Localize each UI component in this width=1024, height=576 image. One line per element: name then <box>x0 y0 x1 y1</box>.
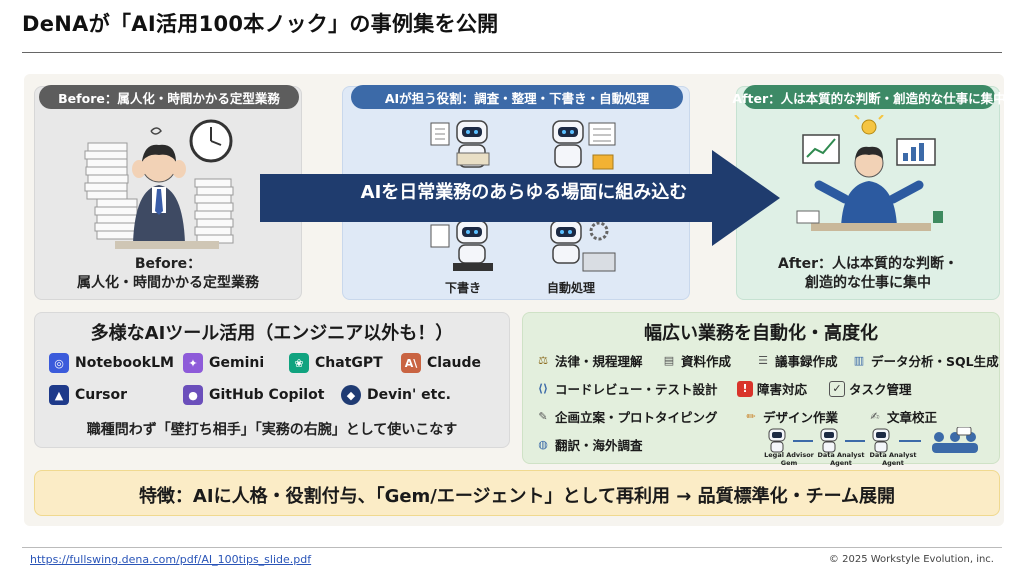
title-divider <box>22 52 1002 53</box>
automation-panel: 幅広い業務を自動化・高度化 ⚖ 法律・規程理解 ▤ 資料作成 ☰ 議事録作成 ▥… <box>522 312 1000 467</box>
automation-title: 幅広い業務を自動化・高度化 <box>644 323 878 344</box>
edit-icon: ✍ <box>870 410 880 423</box>
tool-label: GitHub Copilot <box>209 387 325 403</box>
cursor-icon: ▲ <box>49 385 69 405</box>
feature-banner-text: 特徴：AIに人格・役割付与、「Gem/エージェント」として再利用 → 品質標準化… <box>138 486 896 507</box>
devin-icon: ◆ <box>341 385 361 405</box>
infographic: Before： 属人化・時間かかる定型業務 <box>24 74 1006 526</box>
focused-worker-illustration <box>796 115 943 231</box>
task-label: タスク管理 <box>849 382 912 397</box>
after-pill: After：人は本質的な判断・創造的な仕事に集中 <box>732 85 1006 109</box>
alert-icon: ! <box>737 380 753 397</box>
task-documents: ▤ 資料作成 <box>661 351 731 370</box>
code-icon: ⟨⟩ <box>537 382 549 395</box>
page-title: DeNAが「AI活用100本ノック」の事例集を公開 <box>22 12 499 36</box>
scales-icon: ⚖ <box>538 354 548 367</box>
task-label: 文章校正 <box>887 410 938 425</box>
after-caption: After：人は本質的な判断・ 創造的な仕事に集中 <box>737 255 999 293</box>
task-planning: ✎ 企画立案・プロトタイピング <box>535 407 718 426</box>
ai-role-pill: AIが担う役割：調査・整理・下書き・自動処理 <box>351 85 683 109</box>
task-label: 議事録作成 <box>775 354 838 369</box>
source-link[interactable]: https://fullswing.dena.com/pdf/AI_100tip… <box>30 553 312 566</box>
footer-divider <box>22 547 1002 548</box>
before-pill: Before：属人化・時間かかる定型業務 <box>39 85 299 109</box>
minutes-icon: ☰ <box>758 354 768 367</box>
agent-data-analyst-2: Data Analyst Agent <box>869 451 917 467</box>
tool-label: Devin' etc. <box>367 387 451 403</box>
gemini-icon: ✦ <box>183 353 203 373</box>
ai-tools-panel: 多様なAIツール活用（エンジニア以外も！） ◎ NotebookLM ✦ Gem… <box>34 312 510 448</box>
robot-draft-icon <box>430 220 493 271</box>
bar-chart-icon: ▥ <box>853 354 865 367</box>
task-label: コードレビュー・テスト設計 <box>555 382 718 397</box>
before-panel: Before： 属人化・時間かかる定型業務 <box>34 85 302 300</box>
tool-label: Claude <box>427 355 482 371</box>
tool-label: ChatGPT <box>315 355 383 371</box>
task-data-analysis: ▥ データ分析・SQL生成 <box>851 351 999 370</box>
transformation-arrow <box>260 150 780 246</box>
notebooklm-icon: ◎ <box>49 353 69 373</box>
task-design: ✏ デザイン作業 <box>743 407 838 426</box>
checkbox-icon: ✓ <box>829 380 845 397</box>
task-proofreading: ✍ 文章校正 <box>867 407 937 426</box>
task-label: 翻訳・海外調査 <box>555 438 643 453</box>
after-caption-line1: After：人は本質的な判断・ <box>777 256 959 272</box>
agent-legal-advisor: Legal Advisor Gem <box>764 451 814 467</box>
task-management: ✓ タスク管理 <box>829 379 912 398</box>
task-label: 障害対応 <box>757 382 808 397</box>
task-translation: ◍ 翻訳・海外調査 <box>535 435 643 454</box>
arrow-text: AIを日常業務のあらゆる場面に組み込む <box>360 182 688 203</box>
task-legal: ⚖ 法律・規程理解 <box>535 351 643 370</box>
tool-label: NotebookLM <box>75 355 174 371</box>
claude-icon: A\ <box>401 353 421 373</box>
before-caption-line1: Before： <box>134 256 202 272</box>
agent-data-analyst-1: Data Analyst Agent <box>817 451 865 467</box>
tool-label: Gemini <box>209 355 265 371</box>
stressed-worker-illustration <box>84 119 234 249</box>
tool-gemini: ✦ Gemini <box>183 353 264 373</box>
chatgpt-icon: ❀ <box>289 353 309 373</box>
tools-title: 多様なAIツール活用（エンジニア以外も！） <box>90 323 454 344</box>
task-minutes: ☰ 議事録作成 <box>755 351 838 370</box>
before-caption-line2: 属人化・時間かかる定型業務 <box>77 275 259 291</box>
copyright: © 2025 Workstyle Evolution, inc. <box>828 554 994 565</box>
before-caption: Before： 属人化・時間かかる定型業務 <box>35 255 301 293</box>
task-label: 企画立案・プロトタイピング <box>555 410 718 425</box>
tool-label: Cursor <box>75 387 128 403</box>
plan-icon: ✎ <box>538 410 548 423</box>
task-code-review: ⟨⟩ コードレビュー・テスト設計 <box>535 379 718 398</box>
tool-devin: ◆ Devin' etc. <box>341 385 451 405</box>
task-label: データ分析・SQL生成 <box>871 354 999 369</box>
task-label: 法律・規程理解 <box>555 354 643 369</box>
globe-icon: ◍ <box>538 438 548 451</box>
tool-notebooklm: ◎ NotebookLM <box>49 353 174 373</box>
task-label: デザイン作業 <box>763 410 839 425</box>
pencil-icon: ✏ <box>746 410 756 423</box>
github-copilot-icon: ● <box>183 385 203 405</box>
robot-label-draft: 下書き <box>445 281 482 295</box>
tool-claude: A\ Claude <box>401 353 481 373</box>
tools-note: 職種問わず「壁打ち相手」「実務の右腕」として使いこなす <box>86 422 458 438</box>
robot-organize-icon <box>552 120 616 170</box>
tool-github-copilot: ● GitHub Copilot <box>183 385 324 405</box>
task-label: 資料作成 <box>681 354 732 369</box>
robot-automation-icon <box>550 220 616 272</box>
document-icon: ▤ <box>663 354 675 367</box>
after-panel: After：人は本質的な判断・創造的な仕事に集中 After：人は本質的な判断・… <box>732 85 1006 300</box>
feature-banner: 特徴：AIに人格・役割付与、「Gem/エージェント」として再利用 → 品質標準化… <box>34 470 1000 516</box>
robot-label-automation: 自動処理 <box>547 281 596 295</box>
agent-robots <box>768 427 978 453</box>
task-incident: ! 障害対応 <box>737 379 807 398</box>
tool-cursor: ▲ Cursor <box>49 385 127 405</box>
robot-research-icon <box>430 120 490 168</box>
tool-chatgpt: ❀ ChatGPT <box>289 353 383 373</box>
after-caption-line2: 創造的な仕事に集中 <box>805 275 931 291</box>
